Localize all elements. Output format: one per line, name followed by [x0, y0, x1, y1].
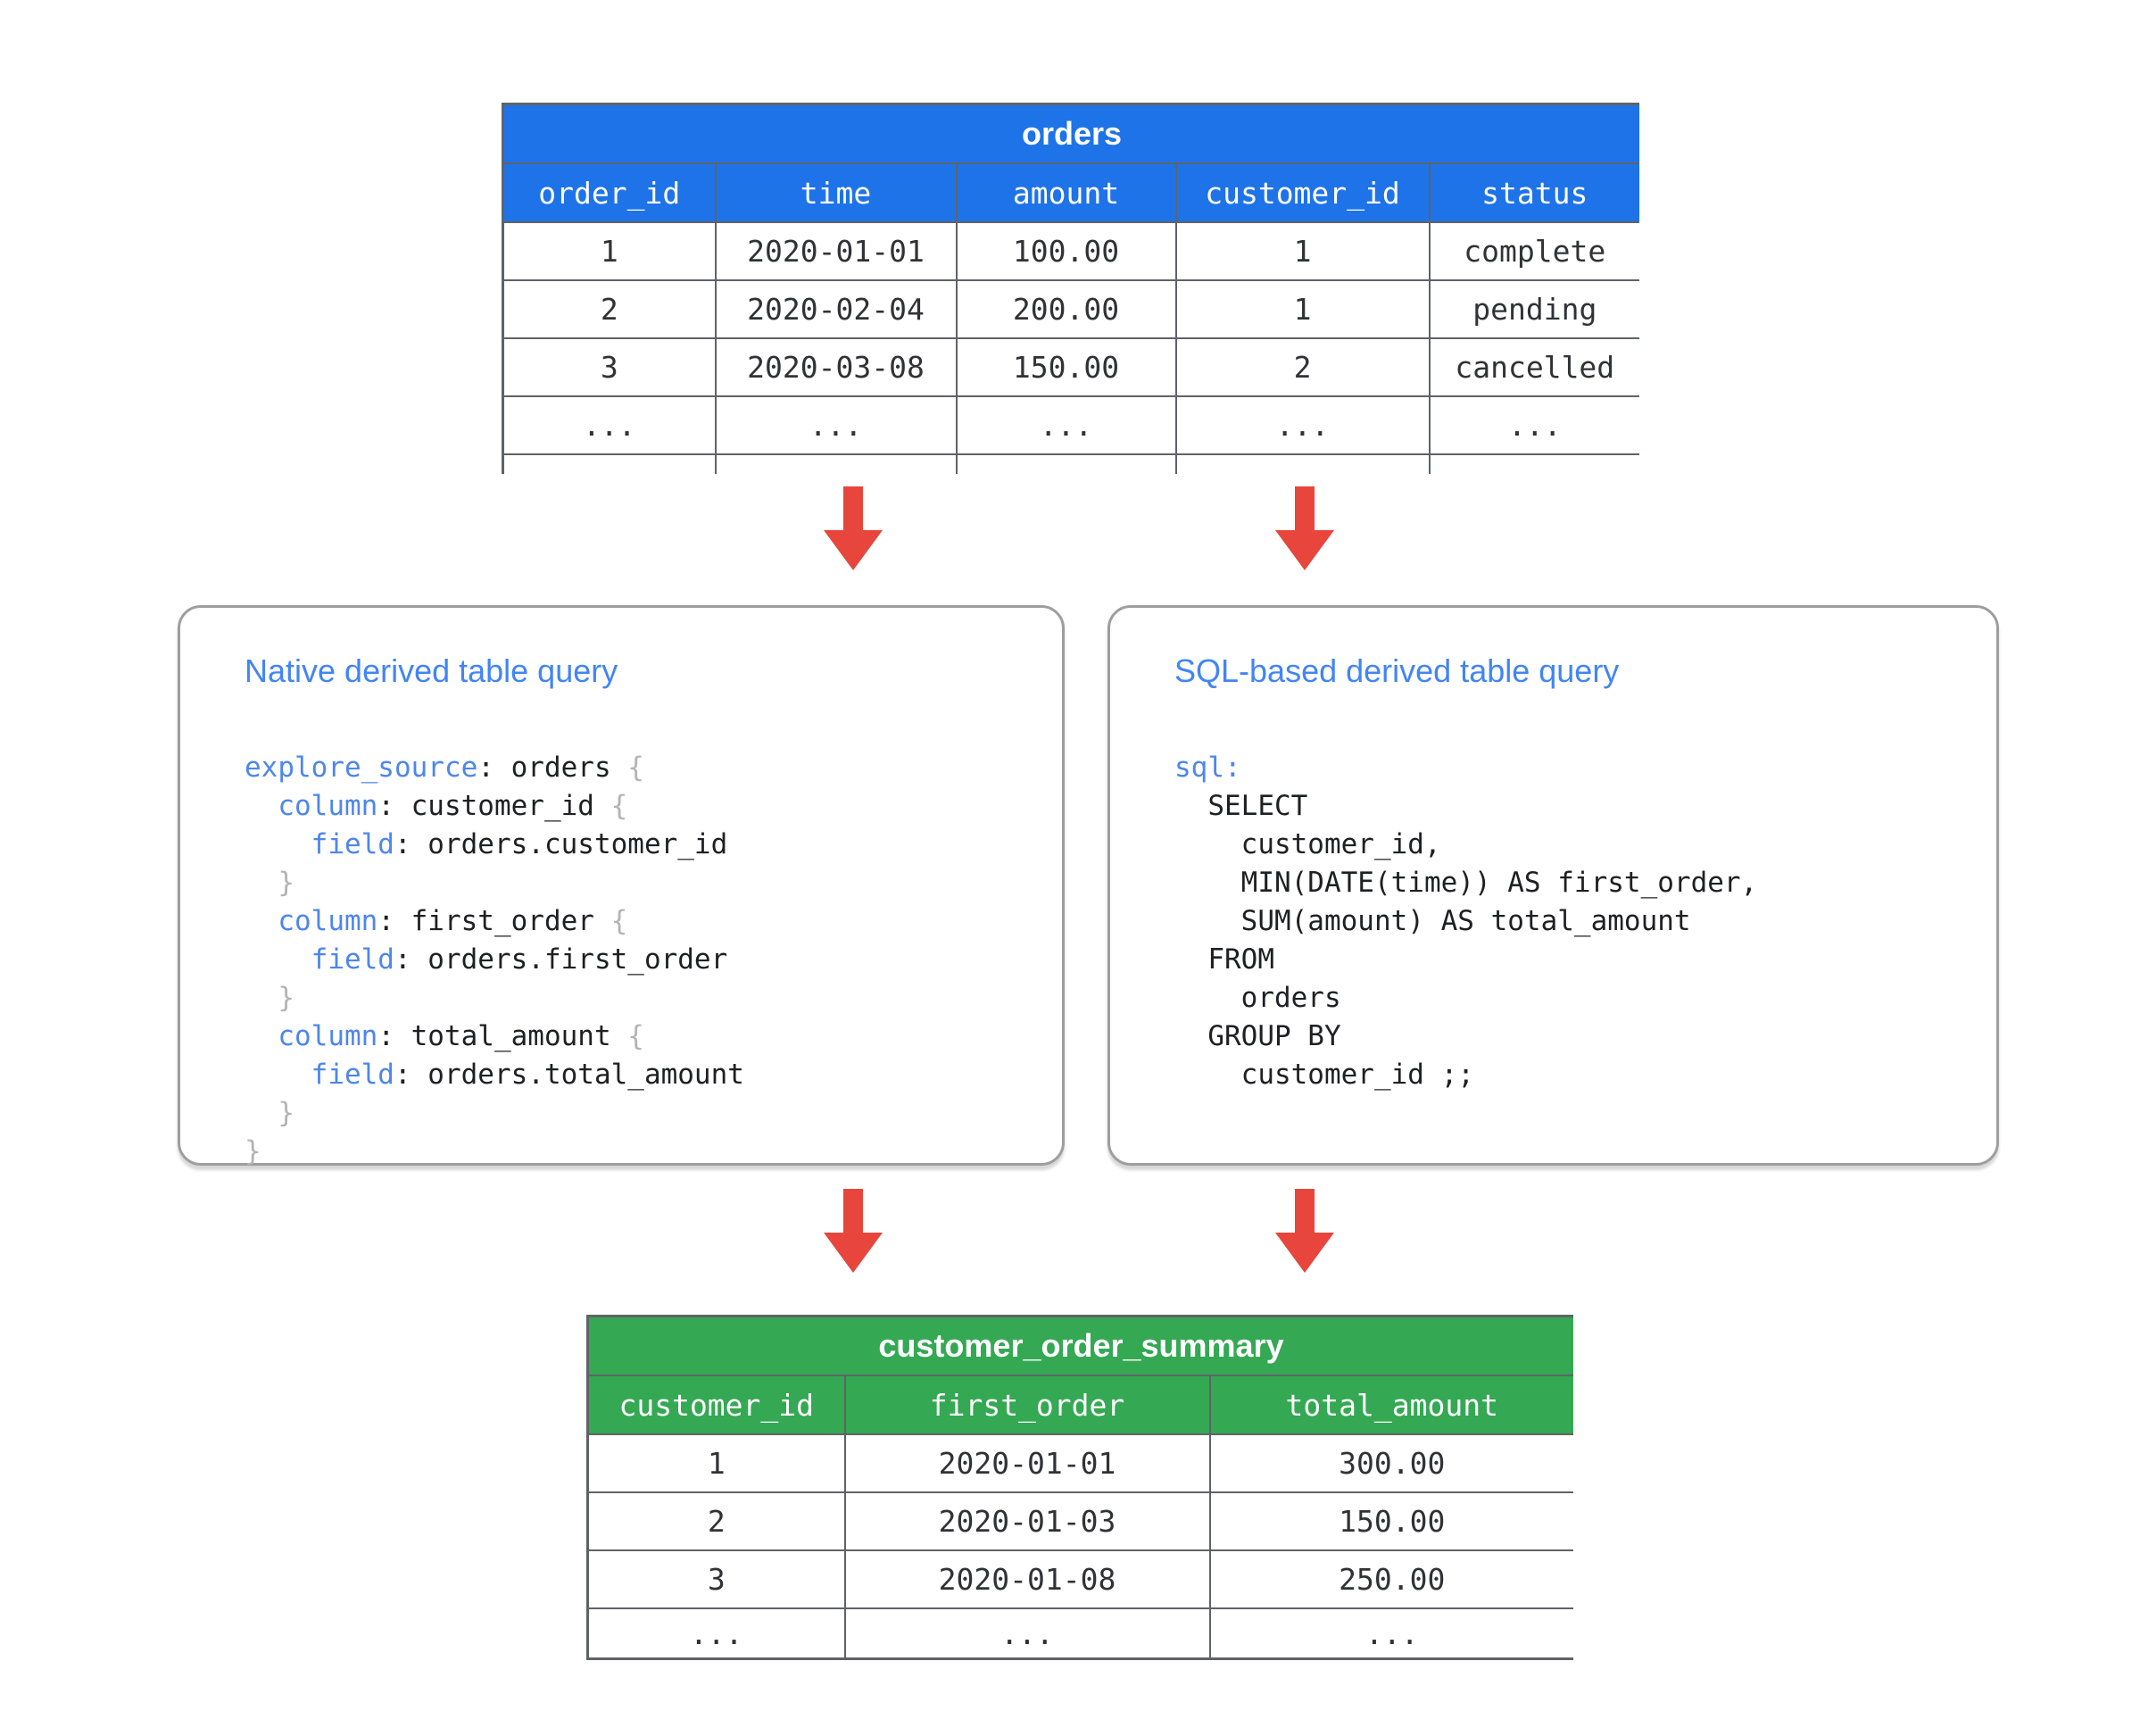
column-header: time: [714, 162, 958, 223]
table-cell: cancelled: [1428, 337, 1639, 397]
table-title: orders: [502, 103, 1639, 164]
code-line: column: customer_id {: [278, 790, 628, 822]
sql-derived-query-box: SQL-based derived table query sql: SELEC…: [1107, 605, 1999, 1166]
native-derived-query-box: Native derived table query explore_sourc…: [178, 605, 1065, 1167]
code-line: field: orders.customer_id: [311, 828, 728, 860]
arrow-head: [824, 530, 883, 570]
code-line: FROM: [1174, 943, 1274, 976]
code-line: }: [245, 982, 294, 1014]
table-cell: 1: [1174, 221, 1431, 281]
table-cell: 300.00: [1208, 1433, 1573, 1493]
table-cell: [714, 453, 958, 474]
arrow-shaft: [1295, 486, 1315, 530]
table-cell: ...: [1208, 1607, 1573, 1660]
table-cell: 3: [586, 1549, 846, 1609]
table-cell: 150.00: [1208, 1491, 1573, 1551]
code-line: MIN(DATE(time)) AS first_order,: [1174, 867, 1758, 899]
table-cell: 2: [1174, 337, 1431, 397]
arrow-head: [1275, 530, 1334, 570]
table-cell: 2020-01-01: [843, 1433, 1211, 1493]
table-cell: [1174, 453, 1431, 474]
table-cell: 1: [1174, 279, 1431, 339]
table-cell: 3: [502, 337, 717, 397]
code-line: sql:: [1174, 752, 1241, 784]
column-header: customer_id: [1174, 162, 1431, 223]
down-arrow-icon: [824, 486, 883, 570]
arrow-shaft: [843, 1189, 863, 1233]
code-line: SUM(amount) AS total_amount: [1174, 905, 1691, 937]
table-cell: [1428, 453, 1639, 474]
table-cell: ...: [843, 1607, 1211, 1660]
table-cell: 2020-03-08: [714, 337, 958, 397]
native-box-code: explore_source: orders { column: custome…: [245, 749, 1035, 1171]
column-header: total_amount: [1208, 1375, 1573, 1435]
code-line: customer_id ;;: [1174, 1059, 1474, 1091]
truncated-row: [502, 453, 1639, 474]
column-header: first_order: [843, 1375, 1211, 1435]
down-arrow-icon: [824, 1189, 883, 1273]
table-cell: 2: [502, 279, 717, 339]
code-line: customer_id,: [1174, 828, 1441, 860]
arrow-shaft: [843, 486, 863, 530]
table-cell: 2020-01-08: [843, 1549, 1211, 1609]
table-cell: 2020-02-04: [714, 279, 958, 339]
table-cell: ...: [586, 1607, 846, 1660]
column-header: order_id: [502, 162, 717, 223]
table-cell: ...: [714, 395, 958, 455]
table-cell: ...: [955, 395, 1177, 455]
code-line: explore_source: orders {: [245, 752, 644, 784]
down-arrow-icon: [1275, 486, 1334, 570]
table-cell: 1: [586, 1433, 846, 1493]
table-cell: [955, 453, 1177, 474]
table-cell: complete: [1428, 221, 1639, 281]
table-row: .........: [586, 1607, 1573, 1660]
table-cell: 100.00: [955, 221, 1177, 281]
column-header: amount: [955, 162, 1177, 223]
code-line: SELECT: [1174, 790, 1308, 822]
table-cell: 2020-01-01: [714, 221, 958, 281]
native-box-title: Native derived table query: [245, 652, 618, 689]
code-line: }: [245, 1097, 294, 1129]
table-cell: 2020-01-03: [843, 1491, 1211, 1551]
table-cell: 200.00: [955, 279, 1177, 339]
arrow-head: [824, 1233, 883, 1273]
code-line: GROUP BY: [1174, 1020, 1341, 1052]
arrow-shaft: [1295, 1189, 1315, 1233]
table-cell: 250.00: [1208, 1549, 1573, 1609]
table-cell: 1: [502, 221, 717, 281]
code-line: orders: [1174, 982, 1341, 1014]
arrow-head: [1275, 1233, 1334, 1273]
down-arrow-icon: [1275, 1189, 1334, 1273]
code-line: column: first_order {: [278, 905, 628, 937]
table-cell: ...: [1174, 395, 1431, 455]
column-header: customer_id: [586, 1375, 846, 1435]
code-line: }: [245, 1135, 261, 1167]
sql-box-title: SQL-based derived table query: [1174, 652, 1620, 689]
table-cell: [502, 453, 717, 474]
code-line: column: total_amount {: [278, 1020, 644, 1052]
table-cell: ...: [1428, 395, 1639, 455]
table-cell: pending: [1428, 279, 1639, 339]
column-header: status: [1428, 162, 1639, 223]
table-cell: 150.00: [955, 337, 1177, 397]
sql-box-code: sql: SELECT customer_id, MIN(DATE(time))…: [1174, 749, 1970, 1094]
table-cell: 2: [586, 1491, 846, 1551]
table-row: ...............: [502, 395, 1639, 455]
code-line: field: orders.first_order: [311, 943, 728, 976]
code-line: }: [245, 867, 294, 899]
code-line: field: orders.total_amount: [311, 1059, 744, 1091]
table-cell: ...: [502, 395, 717, 455]
table-title: customer_order_summary: [586, 1315, 1573, 1376]
